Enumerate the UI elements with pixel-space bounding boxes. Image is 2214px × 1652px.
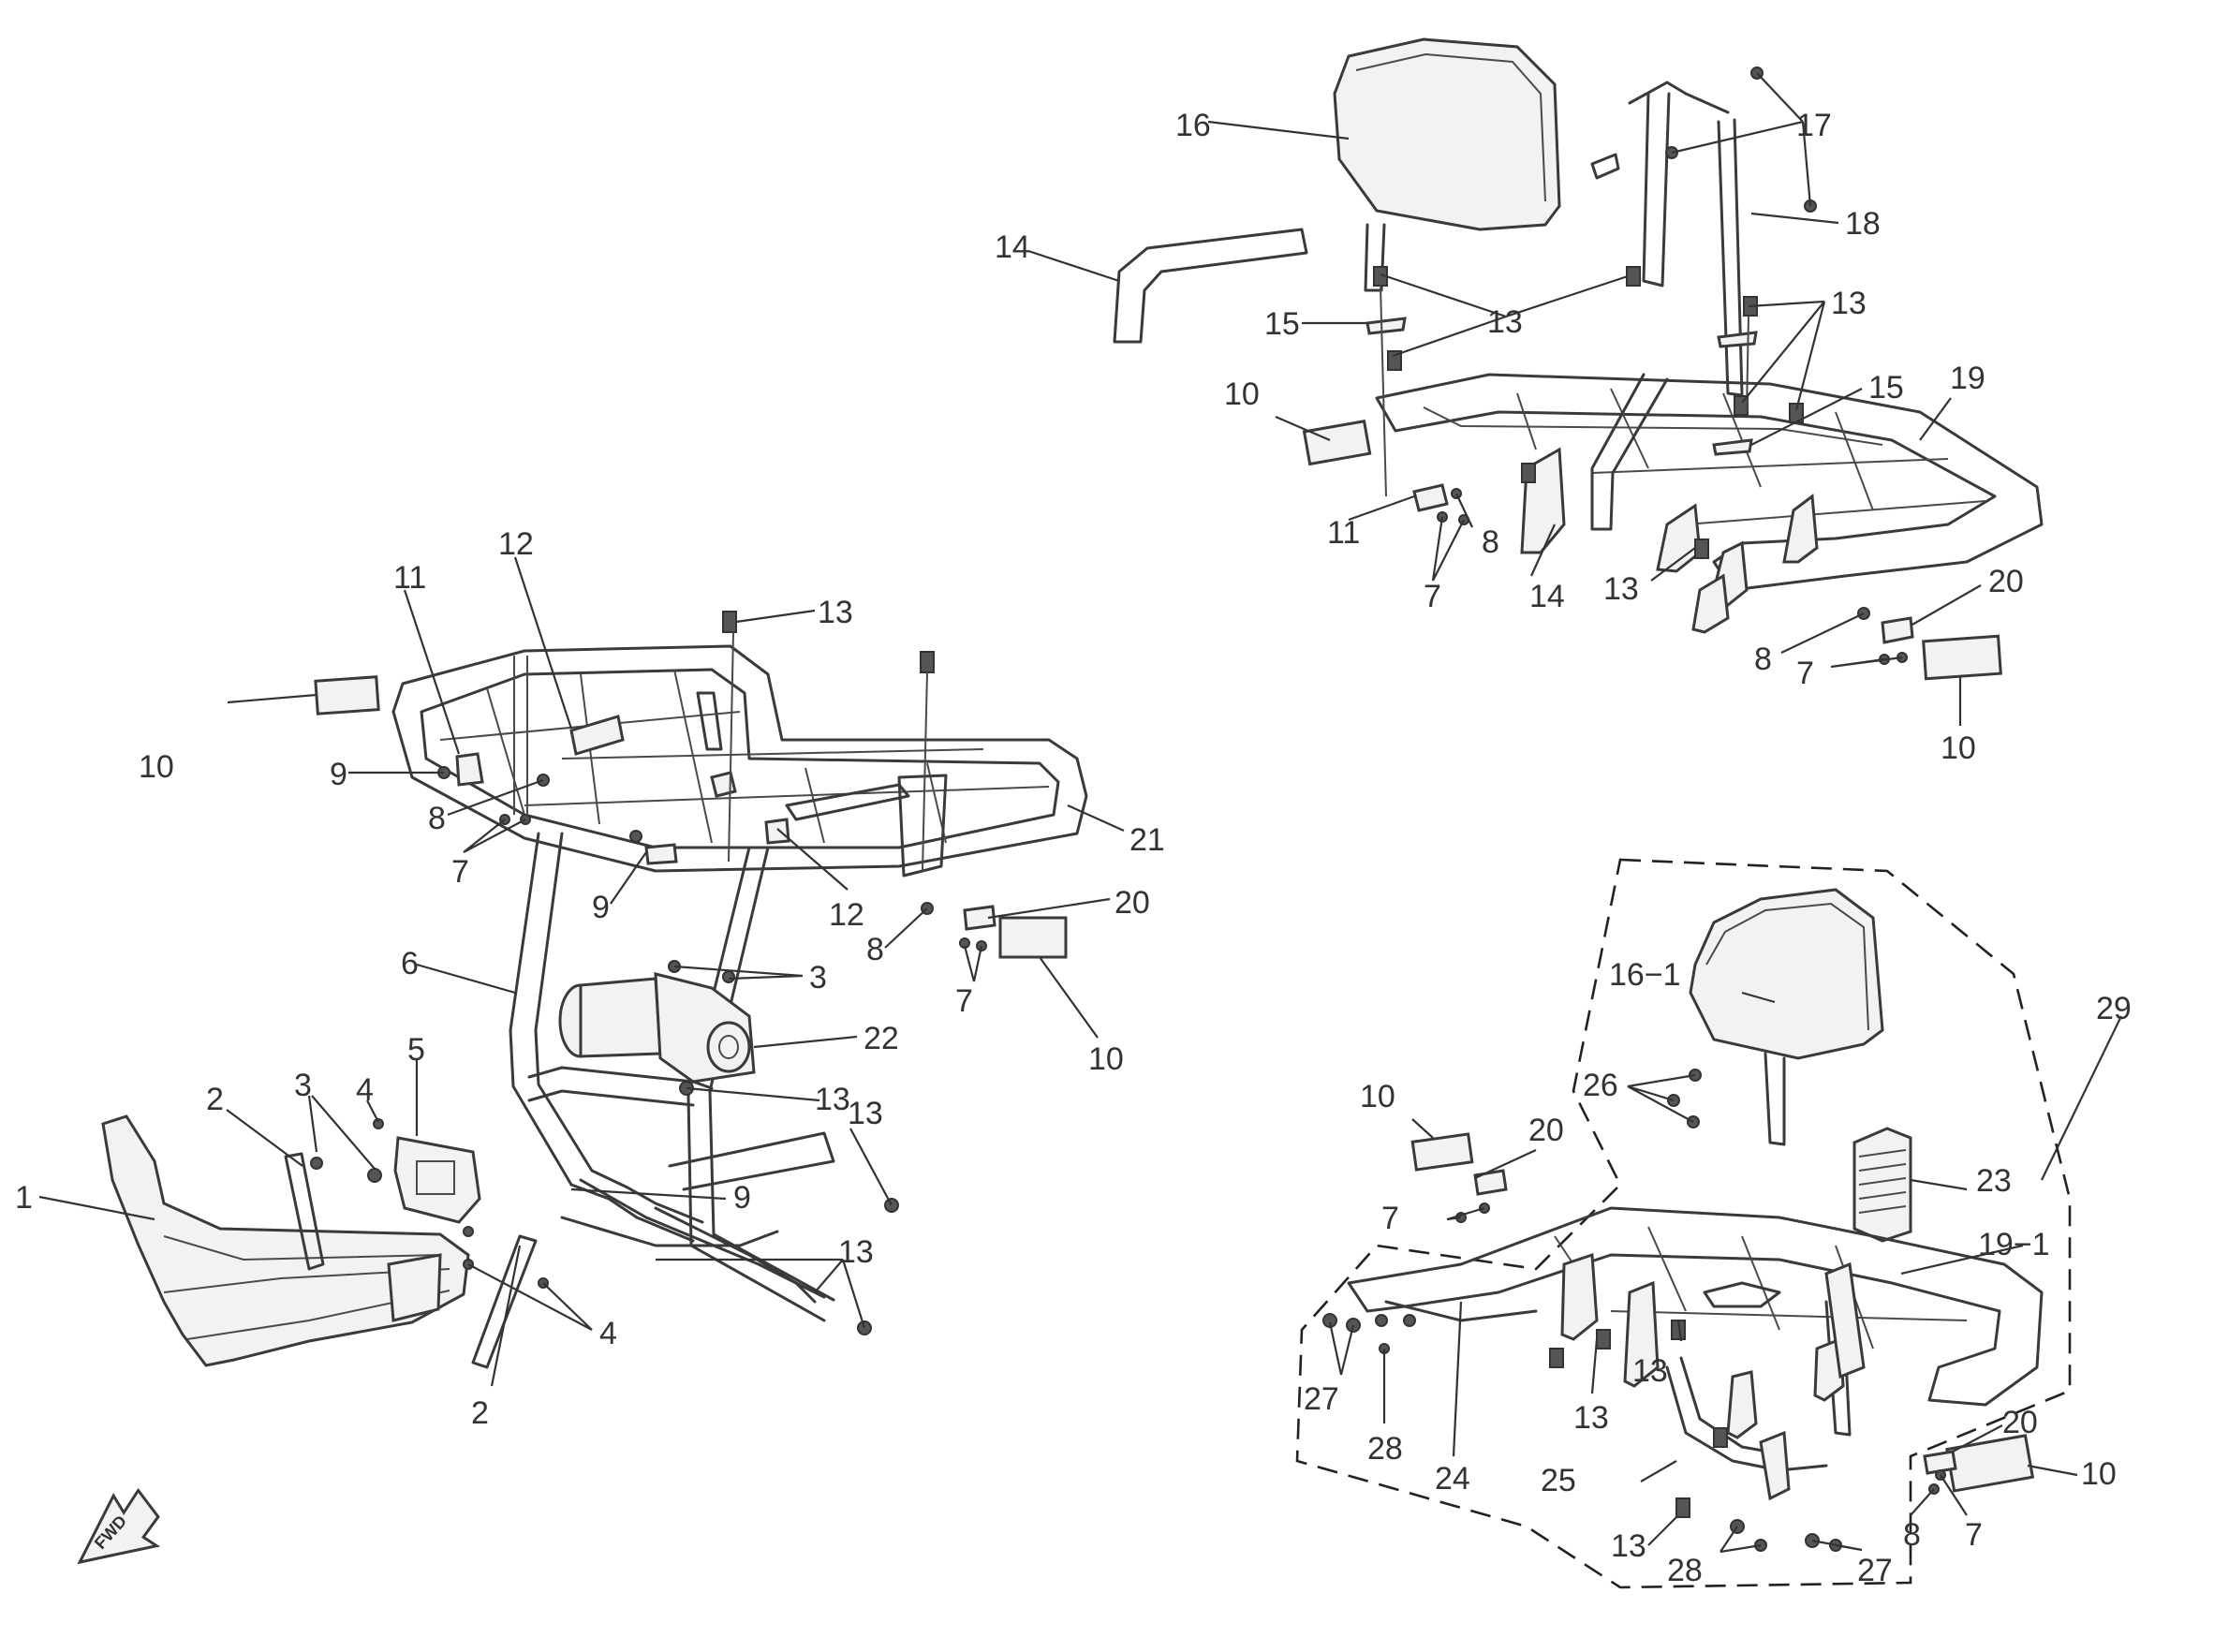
callout-label: 3	[809, 960, 827, 996]
main-frame-tube	[509, 832, 695, 1243]
callout-label: 27	[1304, 1381, 1339, 1417]
callout-label: 21	[1129, 822, 1165, 858]
callout-label: 13	[1487, 304, 1523, 340]
callout-label: 7	[1424, 579, 1441, 614]
callout-label: 7	[1381, 1201, 1399, 1236]
callout-label: 13	[848, 1096, 883, 1131]
callout-label: 10	[1360, 1079, 1395, 1114]
callout-label: 9	[592, 890, 610, 925]
reflector-top-right-left	[1302, 419, 1372, 466]
callout-label: 1	[15, 1180, 33, 1216]
callout-label: 13	[1603, 571, 1639, 607]
callout-label: 9	[733, 1180, 751, 1216]
callout-label: 10	[2081, 1456, 2117, 1492]
callout-label: 20	[1114, 885, 1150, 921]
callout-label: 7	[1796, 656, 1814, 691]
callout-label: 10	[1088, 1041, 1124, 1077]
callout-label: 22	[863, 1021, 899, 1056]
callout-label: 8	[428, 801, 446, 836]
callout-label: 16	[1175, 108, 1211, 143]
callout-label: 15	[1868, 370, 1904, 406]
callout-label: 13	[1632, 1353, 1668, 1389]
backrest-kit	[1689, 888, 1884, 1060]
callout-label: 7	[1965, 1517, 1983, 1553]
spacer-block	[1852, 1127, 1912, 1243]
callout-label: 13	[1611, 1528, 1646, 1564]
callout-label: 20	[1988, 564, 2024, 599]
callout-label: 13	[818, 595, 853, 630]
upper-rack	[1375, 373, 2044, 634]
grab-handle	[1113, 228, 1308, 344]
fwd-arrow-icon: FWD	[77, 1487, 161, 1565]
callout-label: 27	[1857, 1553, 1893, 1588]
callout-label: 6	[401, 946, 419, 981]
kit-rack	[1347, 1206, 2044, 1501]
callout-label: 14	[1529, 579, 1565, 614]
callout-label: 19	[1950, 361, 1985, 396]
callout-label: 12	[829, 897, 864, 933]
callout-label: 11	[393, 560, 426, 596]
reflector-kit-left	[1410, 1132, 1474, 1172]
callout-label: 24	[1435, 1461, 1470, 1497]
callout-label: 10	[139, 749, 174, 785]
bracket-right	[471, 1234, 538, 1369]
callout-label: 8	[866, 932, 884, 967]
callout-label: 16−1	[1609, 957, 1681, 993]
callout-label: 20	[2002, 1405, 2038, 1440]
bracket-left	[284, 1152, 325, 1271]
callout-label: 8	[1754, 642, 1772, 677]
callout-label: 9	[330, 757, 347, 792]
callout-label: 4	[599, 1316, 617, 1351]
callout-label: 13	[1831, 286, 1867, 321]
callout-label: 23	[1976, 1163, 2012, 1199]
callout-labels: 1 2 3 4 5 2 4 6 22 3 13 9 13 13 10 9 8 7…	[15, 108, 2132, 1588]
callout-label: 5	[407, 1032, 425, 1068]
callout-label: 7	[955, 983, 973, 1019]
callout-label: 3	[294, 1068, 312, 1103]
callout-label: 10	[1941, 730, 1976, 766]
callout-label: 10	[1224, 376, 1260, 412]
callout-label: 28	[1667, 1553, 1703, 1588]
winch	[558, 972, 756, 1084]
left-assembly	[101, 611, 1088, 1369]
callout-label: 8	[1482, 524, 1499, 560]
reflector-top-right-right	[1922, 634, 2002, 681]
callout-label: 13	[1573, 1400, 1609, 1436]
mount-plate	[393, 1136, 481, 1224]
leader-lines	[38, 72, 2122, 1554]
callout-label: 29	[2096, 991, 2132, 1026]
callout-label: 4	[356, 1072, 374, 1108]
reflector-right-bottom	[998, 916, 1068, 959]
callout-label: 26	[1583, 1068, 1618, 1103]
reflector-left-top	[314, 675, 380, 715]
callout-label: 19−1	[1978, 1227, 2050, 1262]
bottom-right-assembly	[1295, 858, 2072, 1589]
front-guard	[101, 1114, 470, 1367]
callout-label: 25	[1541, 1463, 1576, 1498]
kit-boundary	[1295, 858, 2072, 1589]
callout-label: 13	[815, 1082, 850, 1117]
callout-label: 11	[1327, 515, 1360, 551]
callout-label: 2	[471, 1395, 489, 1431]
callout-label: 8	[1903, 1517, 1921, 1553]
callout-label: 28	[1367, 1431, 1403, 1467]
callout-label: 15	[1264, 306, 1300, 342]
reflector-kit-right	[1945, 1434, 2035, 1493]
callout-label: 20	[1528, 1113, 1564, 1148]
rear-rack	[391, 644, 1088, 878]
callout-label: 12	[498, 526, 534, 562]
callout-label: 18	[1845, 206, 1881, 242]
callout-label: 14	[995, 229, 1030, 265]
callout-label: 2	[206, 1082, 224, 1117]
callout-label: 7	[451, 854, 469, 890]
callout-label: 17	[1796, 108, 1832, 143]
top-right-assembly	[1113, 37, 2044, 681]
callout-label: 13	[838, 1234, 874, 1270]
